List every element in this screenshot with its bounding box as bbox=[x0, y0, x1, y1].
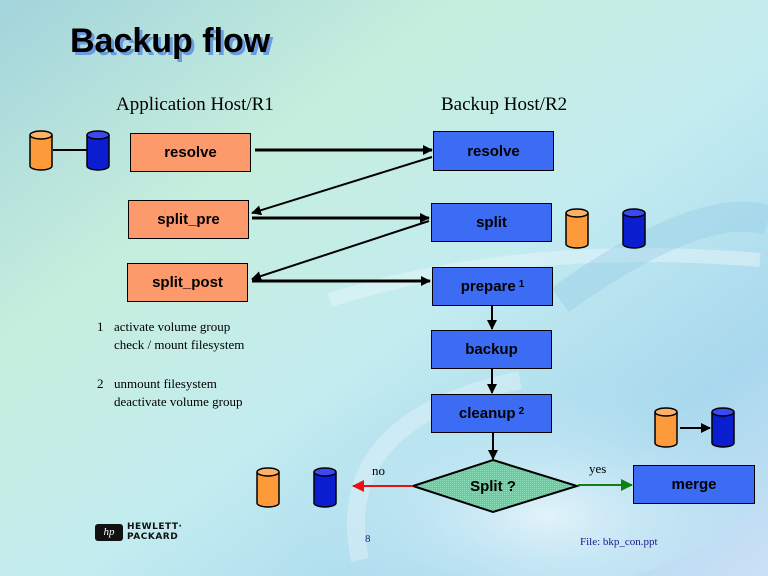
decision-yes-label: yes bbox=[589, 461, 607, 476]
disk-blue-icon bbox=[313, 467, 337, 508]
decision-diamond bbox=[409, 458, 581, 514]
app-step-split-post: split_post bbox=[127, 263, 248, 302]
disk-orange-icon bbox=[256, 467, 280, 508]
backup-step-resolve: resolve bbox=[433, 131, 554, 171]
footnote-line: deactivate volume group bbox=[114, 394, 243, 409]
hp-logo-line2: PACKARD bbox=[127, 532, 179, 542]
footnote-marker: 1 bbox=[518, 279, 525, 290]
decision-label: Split ? bbox=[470, 478, 516, 495]
backup-step-label: prepare bbox=[460, 278, 516, 295]
merge-label: merge bbox=[671, 476, 717, 493]
app-step-label: split_post bbox=[152, 274, 223, 291]
footnote-2: 2 unmount filesystem deactivate volume gr… bbox=[97, 375, 243, 411]
footnote-line: unmount filesystem bbox=[114, 376, 217, 391]
app-host-heading: Application Host/R1 bbox=[116, 94, 274, 115]
app-step-split-pre: split_pre bbox=[128, 200, 249, 239]
merge-box: merge bbox=[633, 465, 755, 504]
backup-host-heading: Backup Host/R2 bbox=[441, 94, 568, 115]
backup-step-label: resolve bbox=[467, 142, 520, 160]
footnote-1: 1 activate volume group check / mount fil… bbox=[97, 318, 244, 354]
app-step-label: resolve bbox=[164, 144, 217, 161]
disk-blue-icon bbox=[622, 208, 646, 249]
slide-title: Backup flow bbox=[70, 22, 271, 60]
footnote-marker: 2 bbox=[518, 406, 525, 417]
backup-step-label: backup bbox=[465, 341, 518, 358]
disk-orange-icon bbox=[654, 407, 678, 448]
app-step-label: split_pre bbox=[157, 211, 220, 228]
hp-logo-text: HEWLETT· PACKARD bbox=[127, 522, 182, 542]
file-label: File: bkp_con.ppt bbox=[580, 536, 658, 548]
footnote-line: activate volume group bbox=[114, 319, 231, 334]
disk-blue-icon bbox=[86, 130, 110, 171]
app-step-resolve: resolve bbox=[130, 133, 251, 172]
backup-step-split: split bbox=[431, 203, 552, 242]
backup-step-label: split bbox=[476, 214, 507, 231]
footnote-number: 2 bbox=[97, 376, 104, 391]
page-number: 8 bbox=[365, 533, 371, 545]
disk-orange-icon bbox=[565, 208, 589, 249]
arrow-split-back-to-split-post bbox=[251, 220, 430, 281]
arrow-resolve-back-to-split-pre bbox=[251, 156, 433, 216]
hp-logo-badge-icon: hp bbox=[95, 523, 123, 541]
footnote-line: check / mount filesystem bbox=[114, 337, 245, 352]
hp-logo-line1: HEWLETT· bbox=[127, 522, 183, 532]
footnote-number: 1 bbox=[97, 319, 104, 334]
backup-step-label: cleanup bbox=[458, 405, 516, 422]
decision-no-label: no bbox=[372, 463, 385, 478]
backup-step-backup: backup bbox=[431, 330, 552, 369]
disk-blue-icon bbox=[711, 407, 735, 448]
disk-orange-icon bbox=[29, 130, 53, 171]
hp-logo: hp HEWLETT· PACKARD bbox=[95, 522, 182, 542]
